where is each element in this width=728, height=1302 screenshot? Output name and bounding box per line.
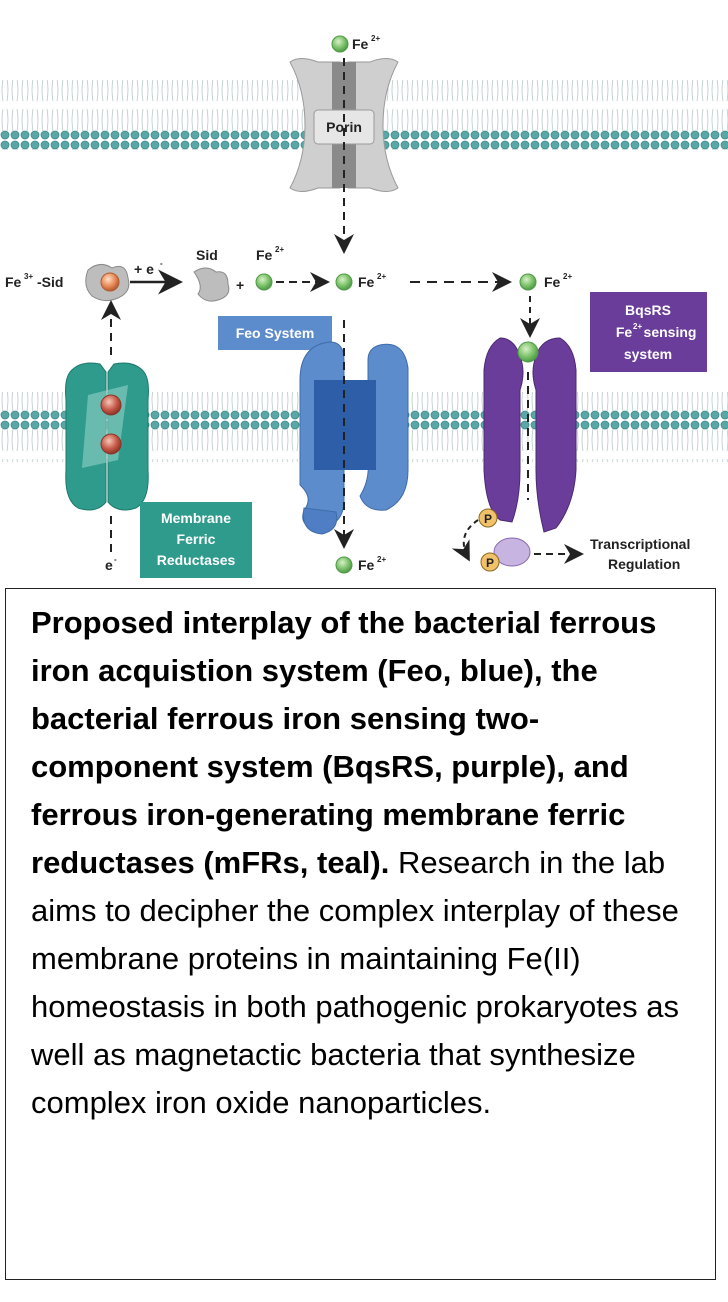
electron-label: e <box>105 557 113 573</box>
svg-text:Fe: Fe <box>5 274 22 290</box>
bqsrs-sensor <box>483 337 577 533</box>
svg-text:Fe: Fe <box>256 247 273 263</box>
fe3-sid-label: Fe 3+ -Sid <box>5 272 63 290</box>
svg-text:sensing: sensing <box>644 324 697 340</box>
membrane-ferric-reductase <box>65 362 149 511</box>
svg-text:system: system <box>624 346 672 362</box>
plus-electron-label: + e <box>134 261 154 277</box>
svg-text:Reductases: Reductases <box>157 552 236 568</box>
svg-text:-: - <box>114 555 117 564</box>
svg-text:Fe: Fe <box>358 274 375 290</box>
svg-text:3+: 3+ <box>24 272 33 281</box>
svg-text:2+: 2+ <box>563 272 572 281</box>
svg-text:Ferric: Ferric <box>177 531 216 547</box>
svg-text:-: - <box>160 259 163 268</box>
iron-homeostasis-diagram: Porin Fe 2+ Fe 3+ -Sid + e - Sid + Fe 2+… <box>0 34 728 578</box>
caption-box: Proposed interplay of the bacterial ferr… <box>5 588 716 1280</box>
phospho-sensor: P <box>478 508 498 528</box>
svg-text:2+: 2+ <box>275 245 284 254</box>
bqsrs-label: BqsRS Fe 2+ sensing system <box>590 292 707 372</box>
fe2-ion-periplasm: Fe 2+ <box>335 272 386 291</box>
svg-text:P: P <box>486 556 494 570</box>
fe2-ion-sensor: Fe 2+ <box>519 272 572 291</box>
svg-text:2+: 2+ <box>377 272 386 281</box>
svg-text:Fe: Fe <box>358 557 375 573</box>
svg-text:Fe: Fe <box>544 274 561 290</box>
svg-text:2+: 2+ <box>633 322 642 331</box>
fe2-ion-released <box>255 273 273 291</box>
caption-bold: Proposed interplay of the bacterial ferr… <box>31 605 657 880</box>
feo-system-label: Feo System <box>218 316 332 350</box>
mfr-label: Membrane Ferric Reductases <box>140 502 252 578</box>
svg-text:-Sid: -Sid <box>37 274 63 290</box>
sid-label: Sid <box>196 247 218 263</box>
fe2-charge: 2+ <box>371 34 380 43</box>
svg-text:Membrane: Membrane <box>161 510 231 526</box>
siderophore-empty <box>193 267 230 302</box>
fe2-ion-cytoplasm: Fe 2+ <box>335 555 386 574</box>
svg-text:Regulation: Regulation <box>608 556 680 572</box>
response-regulator: P <box>480 537 531 572</box>
fe2-ion-top: Fe 2+ <box>331 34 380 53</box>
svg-text:2+: 2+ <box>377 555 386 564</box>
transcriptional-regulation-label: Transcriptional Regulation <box>590 536 690 572</box>
caption-body: Research in the lab aims to decipher the… <box>31 845 679 1120</box>
svg-text:Fe: Fe <box>616 324 633 340</box>
plus-sign: + <box>236 277 244 293</box>
svg-text:Feo System: Feo System <box>236 325 315 341</box>
porin-label: Porin <box>326 119 362 135</box>
svg-text:Transcriptional: Transcriptional <box>590 536 690 552</box>
svg-text:BqsRS: BqsRS <box>625 302 671 318</box>
siderophore-complex <box>85 264 130 302</box>
svg-text:P: P <box>484 512 492 526</box>
feo-transporter <box>299 341 409 535</box>
porin-channel: Porin <box>289 58 399 192</box>
figure-caption: Proposed interplay of the bacterial ferr… <box>31 599 701 1127</box>
fe2-label: Fe <box>352 36 369 52</box>
